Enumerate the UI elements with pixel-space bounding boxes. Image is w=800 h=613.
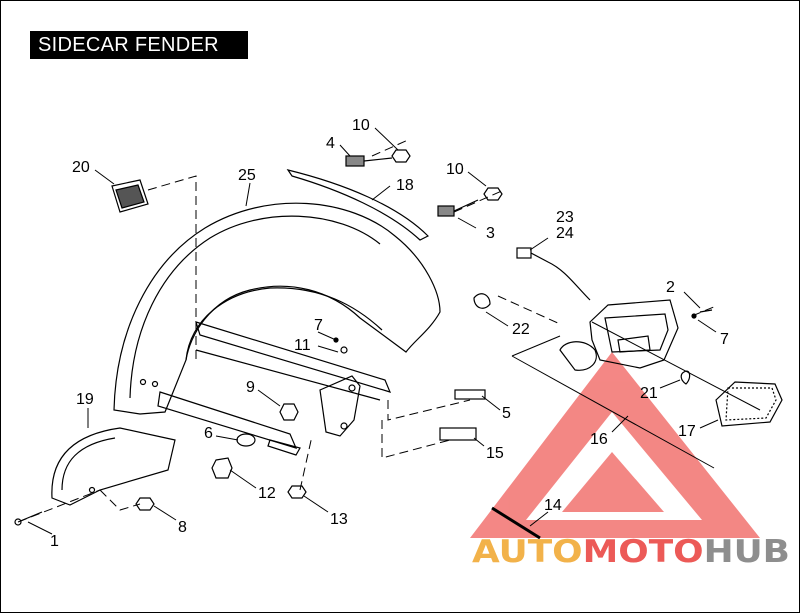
watermark-part-moto: MOTO xyxy=(583,534,704,570)
lens-17 xyxy=(715,381,783,427)
callout-7b: 7 xyxy=(720,331,729,348)
callout-11: 11 xyxy=(294,337,311,354)
callout-6: 6 xyxy=(204,425,213,442)
lamp-housing-16 xyxy=(559,299,679,371)
diagram-title: SIDECAR FENDER xyxy=(30,31,248,59)
connector-23-24 xyxy=(516,247,591,301)
housing-outline-lines xyxy=(511,321,761,469)
callout-1: 1 xyxy=(50,533,59,550)
callout-9: 9 xyxy=(246,379,255,396)
callout-4: 4 xyxy=(326,135,335,152)
callout-10b: 10 xyxy=(446,161,464,178)
mud-flap-19 xyxy=(51,427,176,506)
callout-labels: 1 2 3 4 5 6 7 7 8 9 10 10 11 12 13 14 15… xyxy=(50,117,729,550)
fender-frame xyxy=(157,321,392,456)
callout-23: 23 xyxy=(556,209,574,226)
callout-19: 19 xyxy=(76,391,94,408)
callout-16: 16 xyxy=(590,431,608,448)
hardware xyxy=(14,149,713,540)
fender-25 xyxy=(113,202,441,415)
callout-2: 2 xyxy=(666,279,675,296)
callout-21: 21 xyxy=(640,385,658,402)
callout-25: 25 xyxy=(238,167,256,184)
callout-12: 12 xyxy=(258,485,276,502)
callout-22: 22 xyxy=(512,321,530,338)
trim-strip-18 xyxy=(286,169,430,241)
callout-8: 8 xyxy=(178,519,187,536)
callout-15: 15 xyxy=(486,445,504,462)
leader-lines xyxy=(27,127,719,535)
callout-10: 10 xyxy=(352,117,370,134)
callout-3: 3 xyxy=(486,225,495,242)
callout-18: 18 xyxy=(396,177,414,194)
watermark-triangle xyxy=(470,352,760,538)
callout-24: 24 xyxy=(556,225,574,242)
callout-14: 14 xyxy=(544,497,562,514)
callout-5: 5 xyxy=(502,405,511,422)
callout-13: 13 xyxy=(330,511,348,528)
callout-17: 17 xyxy=(678,423,696,440)
watermark-part-auto: AUTO xyxy=(472,534,583,570)
reflector-20 xyxy=(111,179,149,213)
watermark-part-hub: HUB xyxy=(704,534,790,570)
assembly-lines xyxy=(17,139,717,523)
callout-20: 20 xyxy=(72,159,90,176)
callout-7: 7 xyxy=(314,317,323,334)
